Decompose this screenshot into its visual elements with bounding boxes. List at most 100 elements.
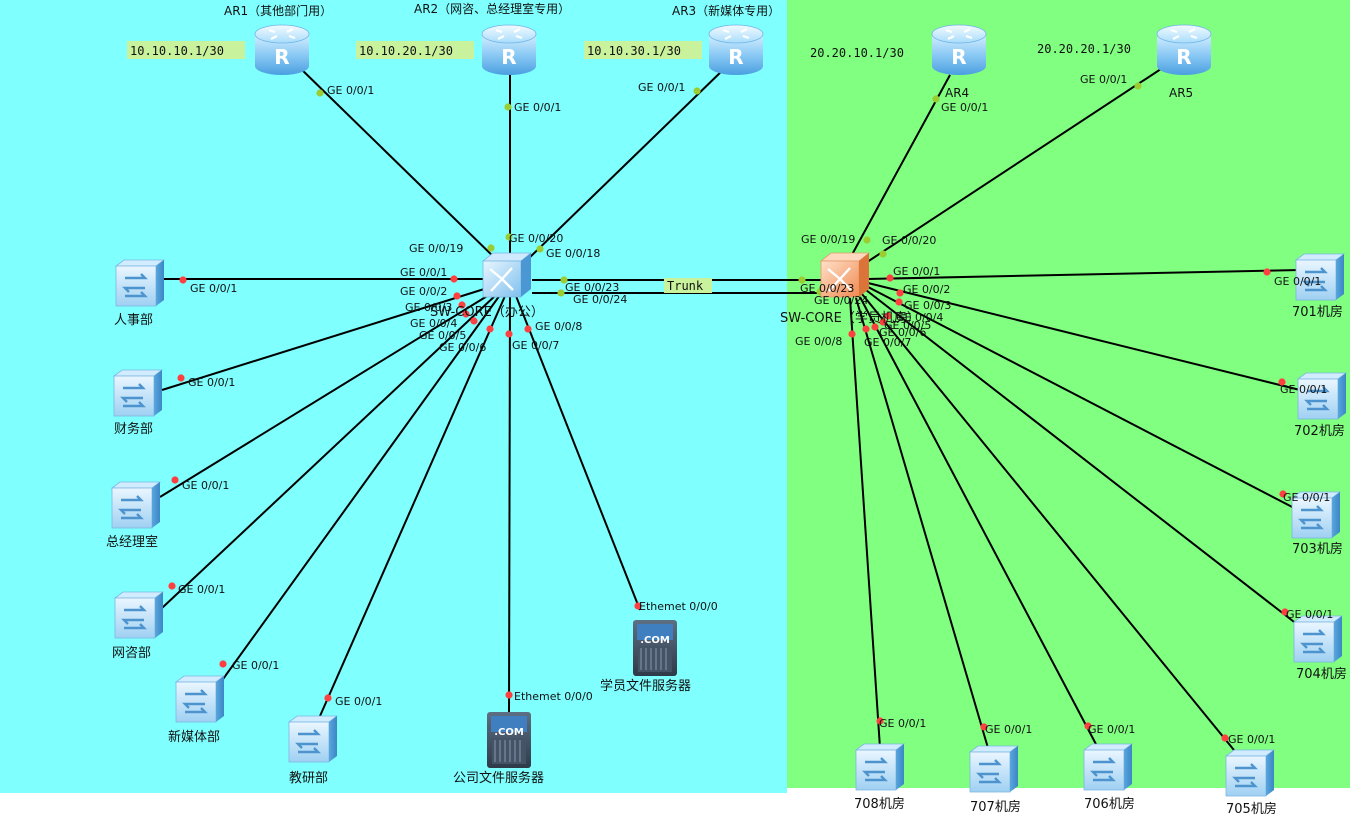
switch-icon: [968, 744, 1020, 794]
port-status-dot: [450, 275, 458, 283]
router-icon: [480, 23, 538, 77]
router-icon: [1155, 23, 1213, 77]
network-link: [857, 64, 1168, 269]
core-port-label: GE 0/0/24: [814, 294, 868, 307]
switch-room-701[interactable]: 701机房 GE 0/0/1: [1274, 252, 1346, 320]
core-port-label: GE 0/0/24: [573, 293, 627, 306]
router-ip: 10.10.30.1/30: [587, 44, 681, 58]
router-port-label: GE 0/0/1: [327, 84, 374, 97]
switch-hr[interactable]: 人事部 GE 0/0/1: [114, 258, 237, 328]
lab-zone: [787, 0, 1350, 788]
port-status-dot: [536, 245, 544, 253]
port-status-dot: [895, 298, 903, 306]
core-port-label: GE 0/0/7: [512, 339, 559, 352]
ip-highlight: [127, 41, 245, 59]
switch-port-label: GE 0/0/1: [190, 282, 237, 295]
network-link: [296, 64, 501, 264]
switch-label: 702机房: [1294, 423, 1345, 439]
router-ip: 10.10.20.1/30: [359, 44, 453, 58]
switch-port-label: GE 0/0/1: [985, 723, 1032, 736]
port-status-dot: [316, 89, 324, 97]
port-status-dot: [886, 274, 894, 282]
network-link: [867, 286, 1299, 511]
switch-label: 704机房: [1296, 666, 1347, 682]
router-icon: [253, 23, 311, 77]
network-link: [217, 294, 501, 687]
network-link: [161, 284, 498, 391]
port-status-dot: [693, 87, 701, 95]
switch-room-702[interactable]: 702机房 GE 0/0/1: [1280, 371, 1348, 439]
router-port-label: GE 0/0/1: [1080, 73, 1127, 86]
core-port-label: GE 0/0/20: [882, 234, 936, 247]
switch-room-706[interactable]: 706机房 GE 0/0/1: [1082, 723, 1135, 812]
port-status-dot: [896, 289, 904, 297]
switch-new-media[interactable]: 新媒体部 GE 0/0/1: [168, 659, 279, 745]
core-port-label: GE 0/0/20: [509, 232, 563, 245]
core-port-label: GE 0/0/2: [400, 285, 447, 298]
router-ar1[interactable]: AR1（其他部门用） 10.10.10.1/30 GE 0/0/1: [127, 3, 374, 97]
port-status-dot: [1221, 734, 1229, 742]
core-switch-office[interactable]: SW-CORE（办公） GE 0/0/19 GE 0/0/20 GE 0/0/1…: [400, 232, 627, 354]
server-port-label: Ethemet 0/0/0: [514, 690, 593, 703]
port-status-dot: [634, 602, 642, 610]
server-company-files[interactable]: .COM 公司文件服务器 Ethemet 0/0/0: [453, 690, 593, 786]
server-badge: .COM: [640, 635, 670, 646]
switch-port-label: GE 0/0/1: [1280, 383, 1327, 396]
port-status-dot: [177, 374, 185, 382]
port-status-dot: [219, 660, 227, 668]
server-icon: [632, 619, 678, 677]
switch-label: 706机房: [1084, 796, 1135, 812]
switch-port-label: GE 0/0/1: [232, 659, 279, 672]
switch-gm-office[interactable]: 总经理室 GE 0/0/1: [106, 479, 229, 550]
network-link: [159, 289, 498, 498]
port-status-dot: [1279, 490, 1287, 498]
router-port-label: GE 0/0/1: [941, 101, 988, 114]
network-link: [855, 297, 989, 749]
router-label: AR2（网咨、总经理室专用）: [414, 1, 570, 16]
trunk-label: Trunk: [667, 279, 704, 293]
core-port-label: GE 0/0/5: [884, 319, 931, 332]
switch-port-label: GE 0/0/1: [1228, 733, 1275, 746]
core-port-label: GE 0/0/3: [405, 301, 452, 314]
switch-research[interactable]: 教研部 GE 0/0/1: [287, 695, 382, 786]
switch-port-label: GE 0/0/1: [1088, 723, 1135, 736]
port-status-dot: [798, 276, 806, 284]
core-port-label: GE 0/0/1: [400, 266, 447, 279]
router-ip: 20.20.10.1/30: [810, 46, 904, 60]
router-ar4[interactable]: AR4 20.20.10.1/30 GE 0/0/1: [810, 23, 988, 114]
port-status-dot: [505, 233, 513, 241]
switch-icon: [113, 590, 165, 640]
switch-label: 701机房: [1292, 304, 1343, 320]
router-ar2[interactable]: AR2（网咨、总经理室专用） 10.10.20.1/30 GE 0/0/1: [356, 1, 570, 114]
network-link: [524, 67, 726, 263]
switch-room-707[interactable]: 707机房 GE 0/0/1: [968, 723, 1032, 815]
switch-room-708[interactable]: 708机房 GE 0/0/1: [854, 717, 926, 812]
network-link: [861, 293, 1239, 756]
core-port-label: GE 0/0/8: [535, 320, 582, 333]
router-ar3[interactable]: AR3（新媒体专用） 10.10.30.1/30 GE 0/0/1: [584, 3, 780, 94]
switch-label: 教研部: [289, 770, 328, 786]
switch-icon: [174, 674, 226, 724]
router-ar5[interactable]: AR5 20.20.20.1/30 GE 0/0/1: [1037, 23, 1213, 100]
port-indicators: [168, 82, 1289, 742]
network-link: [161, 293, 498, 609]
core-port-label: GE 0/0/19: [801, 233, 855, 246]
port-status-dot: [168, 582, 176, 590]
core-port-label: GE 0/0/8: [795, 335, 842, 348]
port-status-dot: [557, 289, 565, 297]
server-student-files[interactable]: .COM 学员文件服务器 Ethemet 0/0/0: [600, 600, 718, 694]
router-label: AR5: [1169, 86, 1193, 100]
switch-room-705[interactable]: 705机房 GE 0/0/1: [1224, 733, 1277, 817]
port-status-dot: [871, 323, 879, 331]
switch-room-703[interactable]: 703机房 GE 0/0/1: [1283, 490, 1343, 557]
switch-finance[interactable]: 财务部 GE 0/0/1: [112, 368, 235, 437]
core-switch-icon: [481, 252, 533, 298]
switch-consulting[interactable]: 网咨部 GE 0/0/1: [112, 583, 225, 661]
core-switch-lab[interactable]: SW-CORE（学员机房） GE 0/0/19 GE 0/0/20 GE 0/0…: [780, 233, 951, 349]
switch-port-label: GE 0/0/1: [1283, 491, 1330, 504]
switch-icon: [1082, 742, 1134, 792]
switch-room-704[interactable]: 704机房 GE 0/0/1: [1286, 608, 1347, 682]
core-port-label: GE 0/0/19: [409, 242, 463, 255]
port-status-dot: [1278, 378, 1286, 386]
